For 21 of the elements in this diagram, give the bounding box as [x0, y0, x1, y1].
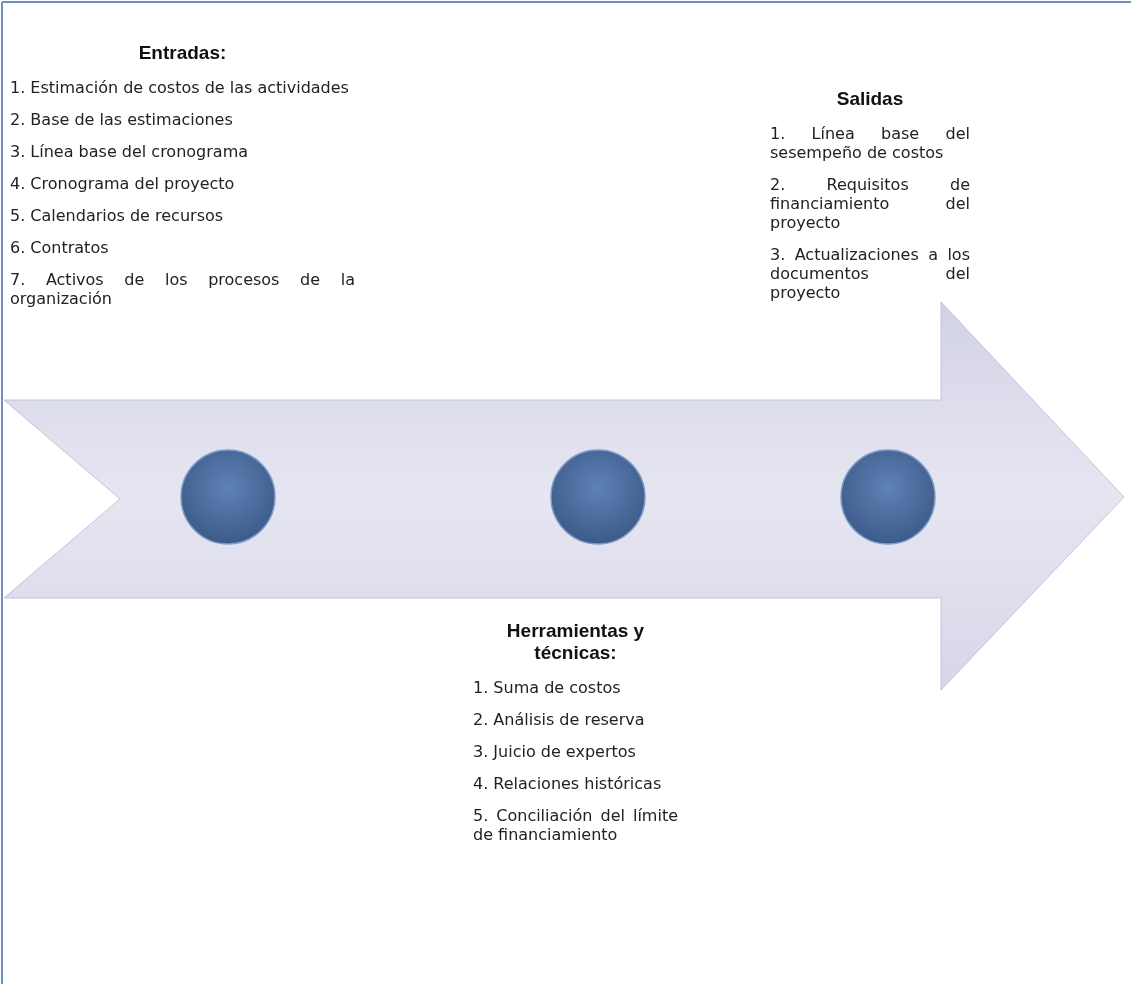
list-item: 1. Estimación de costos de las actividades — [10, 78, 350, 97]
list-item: 3. Línea base del cronograma — [10, 142, 249, 161]
list-item: 6. Contratos — [10, 238, 110, 257]
section-heading: Herramientas y técnicas: — [505, 620, 646, 664]
list-item: 2. Base de las estimaciones — [10, 110, 234, 129]
list-item: 4. Cronograma del proyecto — [10, 174, 236, 193]
section-heading: Salidas — [835, 88, 905, 110]
list-item: 2. Requisitos de financiamiento del proyecto — [770, 175, 970, 232]
list-item: 7. Activos de los procesos de la organización — [10, 270, 355, 308]
list-item: 3. Actualizaciones a los documentos del proyecto — [770, 245, 970, 302]
list-item: 2. Análisis de reserva — [473, 710, 646, 729]
list-item: 4. Relaciones históricas — [473, 774, 663, 793]
list-item: 3. Juicio de expertos — [473, 742, 637, 761]
list-item: 1. Suma de costos — [473, 678, 622, 697]
section-heading: Entradas: — [137, 42, 228, 64]
list-item: 1. Línea base del sesempeño de costos — [770, 124, 970, 162]
circle-marker — [549, 448, 647, 546]
circle-marker — [839, 448, 937, 546]
list-item: 5. Calendarios de recursos — [10, 206, 225, 225]
circle-marker — [179, 448, 277, 546]
list-item: 5. Conciliación del límite de financiamiento — [473, 806, 678, 844]
